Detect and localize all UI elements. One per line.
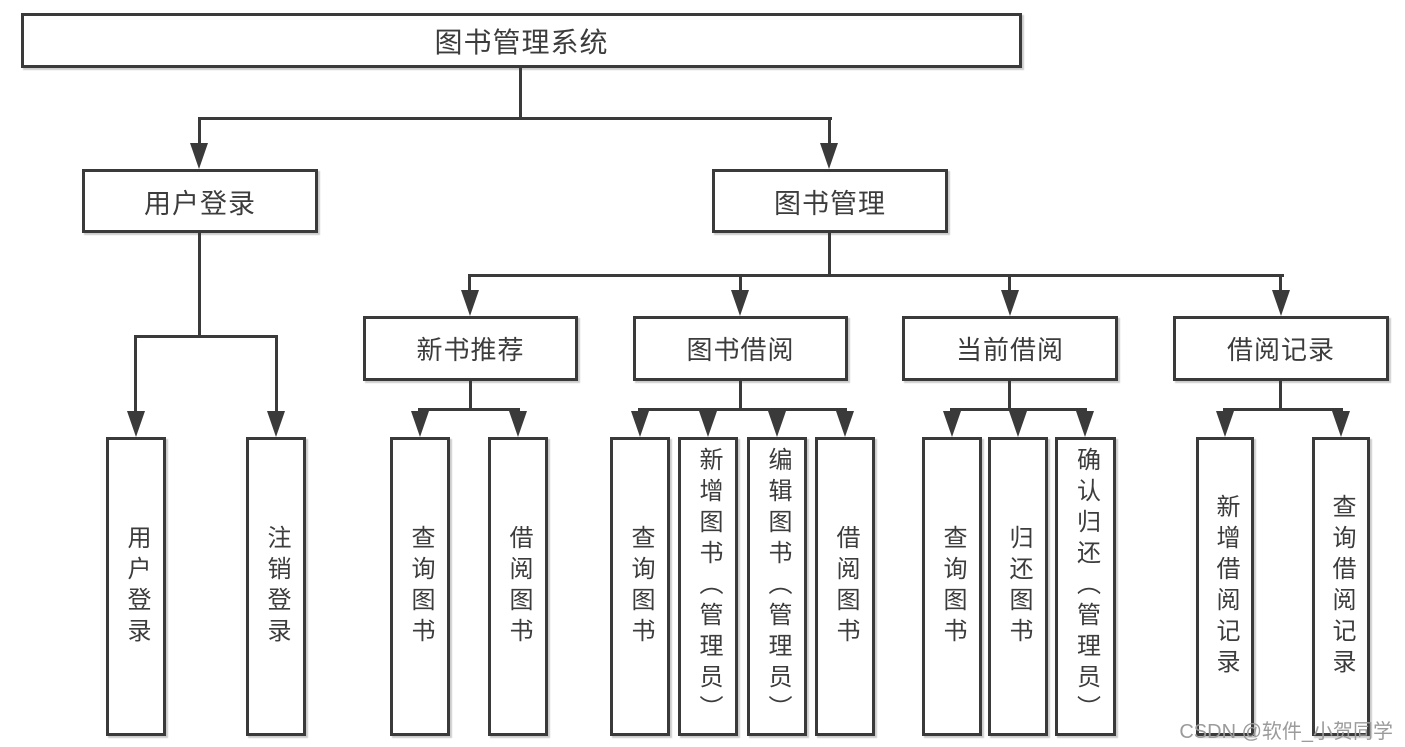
- connector-stub-current-borrow: [1008, 274, 1011, 292]
- leaf-bb-edit-book-admin-label: 编辑图书（管理员）: [764, 447, 791, 726]
- leaf-nb-borrow-book: 借阅图书: [488, 437, 548, 736]
- node-user-login: 用户登录: [82, 169, 318, 233]
- connector-user-login-branch: [134, 335, 278, 338]
- leaf-cb-confirm-return-admin-label: 确认归还（管理员）: [1072, 447, 1100, 726]
- leaf-bb-borrow-book-label: 借阅图书: [832, 524, 859, 649]
- node-user-login-label: 用户登录: [144, 188, 256, 219]
- arrow-down-icon: [1216, 411, 1234, 437]
- node-borrow-record-label: 借阅记录: [1226, 335, 1335, 365]
- node-current-borrow-label: 当前借阅: [955, 335, 1064, 365]
- node-root: 图书管理系统: [21, 13, 1022, 68]
- connector-current-borrow-stem: [1008, 381, 1011, 410]
- node-root-label: 图书管理系统: [434, 26, 609, 58]
- connector-stub-leaf-login: [134, 335, 137, 415]
- node-book-management: 图书管理: [712, 169, 948, 233]
- connector-stub-book-borrow: [739, 274, 742, 292]
- leaf-user-logout: 注销登录: [246, 437, 306, 736]
- arrow-down-icon: [190, 143, 208, 169]
- leaf-user-logout-label: 注销登录: [263, 524, 290, 649]
- arrow-down-icon: [1076, 411, 1094, 437]
- arrow-down-icon: [631, 411, 649, 437]
- connector-user-login-stem: [198, 233, 201, 337]
- node-new-book-recommend-label: 新书推荐: [416, 335, 525, 365]
- arrow-down-icon: [1009, 411, 1027, 437]
- leaf-nb-query-book: 查询图书: [390, 437, 450, 736]
- arrow-down-icon: [731, 290, 749, 316]
- leaf-br-add-record: 新增借阅记录: [1196, 437, 1254, 736]
- connector-root-branch: [198, 117, 832, 120]
- leaf-cb-return-book: 归还图书: [988, 437, 1048, 736]
- connector-stub-borrow-record: [1279, 274, 1282, 292]
- arrow-down-icon: [1001, 290, 1019, 316]
- node-current-borrow: 当前借阅: [902, 316, 1118, 381]
- connector-new-book-stem: [469, 381, 472, 410]
- connector-book-borrow-stem: [739, 381, 742, 410]
- leaf-nb-query-book-label: 查询图书: [407, 524, 434, 649]
- node-borrow-record: 借阅记录: [1173, 316, 1389, 381]
- arrow-down-icon: [411, 411, 429, 437]
- connector-stub-new-book: [468, 274, 471, 292]
- arrow-down-icon: [127, 411, 145, 437]
- node-book-management-label: 图书管理: [774, 188, 886, 219]
- arrow-down-icon: [768, 411, 786, 437]
- node-book-borrow: 图书借阅: [633, 316, 848, 381]
- leaf-user-login-label: 用户登录: [123, 524, 150, 649]
- leaf-cb-confirm-return-admin: 确认归还（管理员）: [1055, 437, 1116, 736]
- leaf-bb-borrow-book: 借阅图书: [815, 437, 875, 736]
- node-book-borrow-label: 图书借阅: [686, 335, 795, 365]
- connector-new-book-branch: [418, 408, 520, 411]
- arrow-down-icon: [820, 143, 838, 169]
- leaf-bb-query-book: 查询图书: [610, 437, 670, 736]
- leaf-br-query-record: 查询借阅记录: [1312, 437, 1370, 736]
- leaf-bb-add-book-admin: 新增图书（管理员）: [678, 437, 738, 736]
- connector-stub-user-login: [198, 117, 201, 147]
- arrow-down-icon: [461, 290, 479, 316]
- connector-borrow-record-branch: [1223, 408, 1343, 411]
- leaf-br-add-record-label: 新增借阅记录: [1212, 493, 1239, 680]
- leaf-bb-query-book-label: 查询图书: [627, 524, 654, 649]
- connector-root-stem: [519, 68, 522, 118]
- leaf-cb-query-book-label: 查询图书: [939, 524, 966, 649]
- arrow-down-icon: [1332, 411, 1350, 437]
- arrow-down-icon: [509, 411, 527, 437]
- arrow-down-icon: [267, 411, 285, 437]
- leaf-bb-edit-book-admin: 编辑图书（管理员）: [747, 437, 807, 736]
- leaf-user-login: 用户登录: [106, 437, 166, 736]
- connector-stub-book-management: [828, 117, 831, 147]
- node-new-book-recommend: 新书推荐: [363, 316, 578, 381]
- arrow-down-icon: [836, 411, 854, 437]
- connector-borrow-record-stem: [1279, 381, 1282, 410]
- arrow-down-icon: [1272, 290, 1290, 316]
- leaf-nb-borrow-book-label: 借阅图书: [505, 524, 532, 649]
- connector-stub-leaf-logout: [275, 335, 278, 415]
- csdn-watermark: CSDN @软件_小贺同学: [1179, 721, 1393, 743]
- connector-book-borrow-branch: [638, 408, 847, 411]
- connector-book-mgmt-stem: [828, 233, 831, 276]
- leaf-cb-query-book: 查询图书: [922, 437, 982, 736]
- leaf-bb-add-book-admin-label: 新增图书（管理员）: [695, 447, 722, 726]
- arrow-down-icon: [943, 411, 961, 437]
- connector-book-mgmt-branch: [468, 274, 1284, 277]
- leaf-cb-return-book-label: 归还图书: [1005, 524, 1032, 649]
- arrow-down-icon: [699, 411, 717, 437]
- leaf-br-query-record-label: 查询借阅记录: [1328, 493, 1355, 680]
